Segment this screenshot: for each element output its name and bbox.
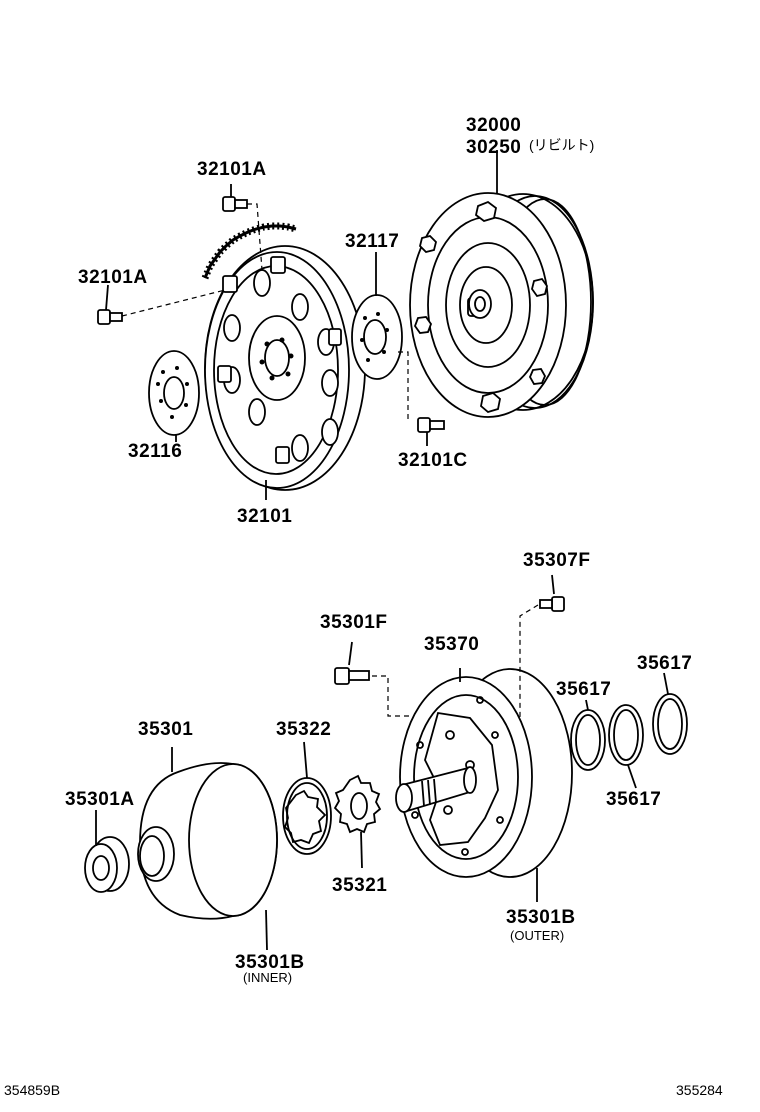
label-32101A-top: 32101A bbox=[197, 159, 267, 180]
torque-converter bbox=[409, 150, 594, 418]
label-35321: 35321 bbox=[332, 875, 388, 896]
spacer-plate-rear bbox=[148, 350, 200, 442]
label-35322: 35322 bbox=[276, 719, 332, 740]
label-32101C: 32101C bbox=[398, 450, 468, 471]
label-35301B-inner: 35301B bbox=[235, 952, 305, 973]
label-32117: 32117 bbox=[345, 231, 400, 252]
bolt-32101C bbox=[398, 351, 445, 446]
drive-plate bbox=[201, 222, 366, 500]
footer-left-code: 354859B bbox=[4, 1082, 61, 1098]
oil-pump-body bbox=[395, 668, 573, 902]
label-35617-right: 35617 bbox=[637, 653, 693, 674]
label-35301B-inner-note: (INNER) bbox=[243, 970, 293, 985]
label-30250-note: (リビルト) bbox=[529, 137, 595, 153]
label-35301: 35301 bbox=[138, 719, 194, 740]
label-32116: 32116 bbox=[128, 441, 183, 462]
bolt-32101A-top bbox=[222, 184, 263, 271]
oil-seal bbox=[84, 810, 130, 893]
label-32101: 32101 bbox=[237, 506, 293, 527]
label-35301B-outer-note: (OUTER) bbox=[510, 928, 565, 943]
bolt-32101A-left bbox=[97, 284, 226, 325]
spacer-plate-front bbox=[351, 252, 403, 380]
label-35301A: 35301A bbox=[65, 789, 135, 810]
label-35307F: 35307F bbox=[523, 550, 591, 571]
label-32101A-left: 32101A bbox=[78, 267, 148, 288]
label-35301F: 35301F bbox=[320, 612, 388, 633]
label-35617-left: 35617 bbox=[556, 679, 612, 700]
bolt-35307F bbox=[519, 574, 565, 720]
label-35370: 35370 bbox=[424, 634, 480, 655]
driven-gear bbox=[282, 741, 332, 855]
drive-gear bbox=[333, 774, 382, 869]
label-32000: 32000 bbox=[466, 115, 522, 136]
label-30250: 30250 bbox=[466, 137, 522, 158]
pump-cover bbox=[137, 747, 278, 951]
label-35301B-outer: 35301B bbox=[506, 907, 576, 928]
o-ring-set bbox=[570, 672, 688, 789]
footer-right-code: 355284 bbox=[676, 1082, 723, 1098]
label-35617-lower: 35617 bbox=[606, 789, 662, 810]
bolt-35301F bbox=[334, 641, 410, 717]
